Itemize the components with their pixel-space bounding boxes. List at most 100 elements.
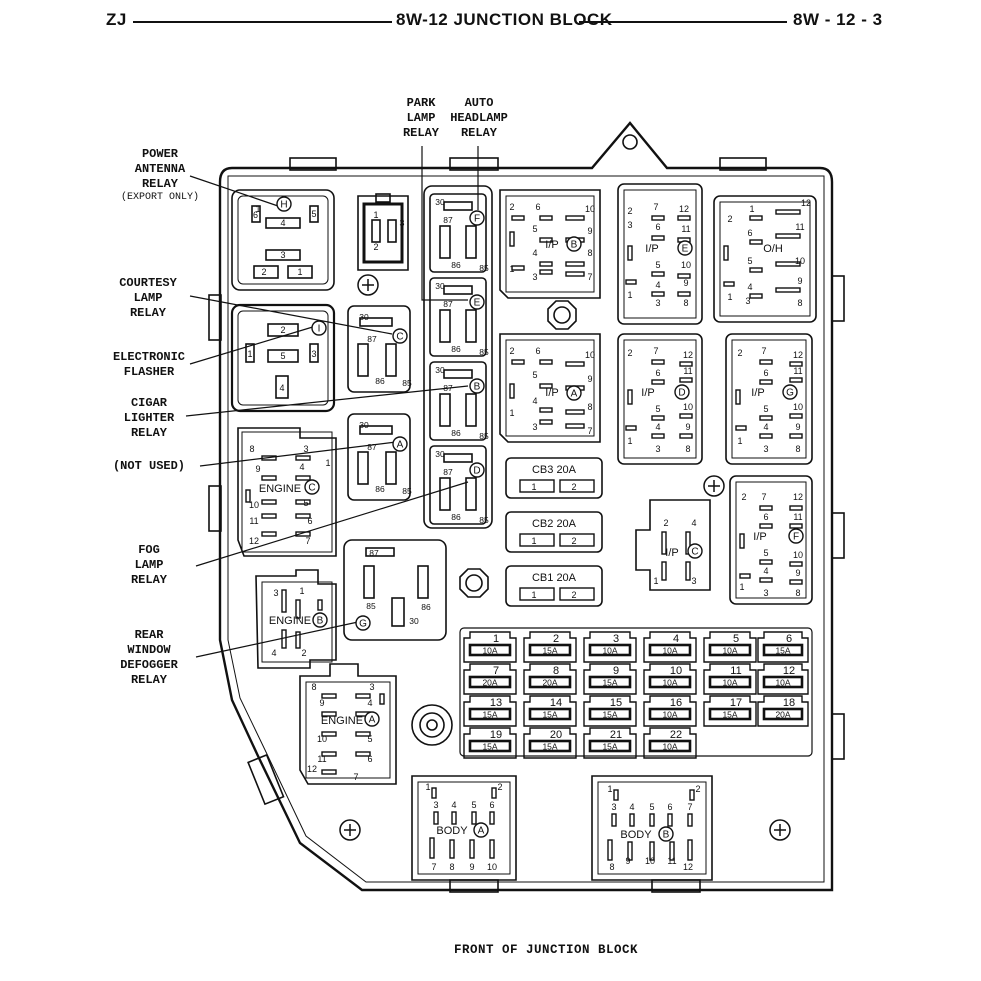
connector-terminal: [511, 265, 525, 271]
connector-terminal: [627, 389, 633, 405]
connector-terminal: [625, 425, 637, 431]
circle-g: [355, 615, 371, 631]
fuse-body: [583, 727, 637, 759]
connector-terminal: [723, 245, 729, 261]
pin-label: 10: [645, 856, 655, 866]
ip-c-connector: [635, 499, 711, 591]
pin-label: 9: [255, 464, 260, 474]
ip-b-connector: [499, 189, 601, 299]
connector-terminal: [565, 215, 585, 221]
circuit-breaker-label: CB1 20A: [532, 572, 577, 584]
ip-e-label: I/P: [645, 243, 658, 255]
pin-label: 87: [443, 467, 453, 477]
fuse-number: 9: [613, 665, 619, 677]
screw-icon: [339, 274, 791, 841]
connector-terminal: [677, 273, 691, 279]
fuse-element: [468, 707, 512, 721]
fuse-10: [643, 663, 697, 695]
fuse-body: [643, 663, 697, 695]
pin-label: 1: [531, 482, 536, 492]
fuse-body: [643, 631, 697, 663]
fuse-14: [523, 695, 577, 727]
pin-label: 7: [587, 426, 592, 436]
circle-ip-c-letter: C: [691, 547, 698, 558]
connector-terminal: [295, 455, 311, 461]
pin-label: 10: [487, 862, 497, 872]
pin-label: 3: [532, 272, 537, 282]
pin-label: 6: [667, 802, 672, 812]
pin-label: 30: [435, 365, 445, 375]
fuse-rating: 10A: [722, 646, 737, 656]
circle-engine-a: [364, 711, 380, 727]
label-park-lamp-relay: PARK LAMP RELAY: [402, 96, 439, 140]
fuse-body: [583, 695, 637, 727]
connector-terminal: [321, 751, 337, 757]
fuse-element: [528, 643, 572, 657]
pin-label: 3: [273, 588, 278, 598]
pin-label: 11: [683, 366, 692, 376]
fuse-body: [463, 631, 517, 663]
fuse-element: [588, 739, 632, 753]
pin-label: 11: [795, 222, 804, 232]
circle-engine-c-letter: C: [308, 483, 315, 494]
body-a-connector: [411, 775, 517, 881]
fuse-22: [643, 727, 697, 759]
connector-terminal: [261, 499, 277, 505]
stud-icon: [411, 300, 577, 746]
connector-terminal: [775, 287, 801, 293]
pin-label: 4: [451, 800, 456, 810]
fuse-body: [583, 631, 637, 663]
pin-label: 5: [763, 548, 768, 558]
connector-terminal: [651, 415, 665, 421]
connector-terminal: [789, 377, 803, 383]
connector-terminal: [489, 811, 495, 825]
fuse-body: [703, 631, 757, 663]
pin-label: 7: [687, 802, 692, 812]
fuse-body: [703, 663, 757, 695]
fuse-rating: 15A: [602, 678, 617, 688]
body-b-label: BODY: [620, 829, 652, 841]
electronic-flasher: [230, 303, 336, 413]
cb-terminal: [519, 587, 555, 601]
pin-label: 1: [373, 210, 378, 220]
connector-terminal: [281, 589, 287, 613]
pin-label: 4: [532, 248, 537, 258]
pin-label: 85: [402, 486, 412, 496]
pin-label: 4: [747, 282, 752, 292]
pin-label: 30: [409, 616, 419, 626]
connector-terminal: [749, 215, 763, 221]
pin-label: 4: [629, 802, 634, 812]
label-rear-window-defogger-relay: REAR WINDOW DEFOGGER RELAY: [120, 628, 178, 687]
pin-label: 4: [299, 462, 304, 472]
connector-terminal: [789, 523, 803, 529]
connector-terminal: [379, 693, 385, 705]
connector-terminal: [451, 811, 457, 825]
pin-label: 9: [587, 374, 592, 384]
connector-terminal: [759, 577, 773, 583]
circuit-breaker-label: CB3 20A: [532, 464, 577, 476]
circle-f: [469, 210, 485, 226]
connector-terminal: [321, 769, 337, 775]
circle-c-letter: C: [396, 332, 403, 343]
fuse-number: 7: [493, 665, 499, 677]
pin-label: 5: [532, 370, 537, 380]
pin-label: 1: [653, 576, 658, 586]
connector-terminal: [611, 813, 617, 827]
connector-terminal: [685, 561, 691, 581]
pin-label: 6: [535, 346, 540, 356]
circle-engine-a-letter: A: [369, 715, 376, 726]
pin-label: 6: [535, 202, 540, 212]
pin-label: 12: [249, 536, 259, 546]
pin-label: 2: [737, 348, 742, 358]
pin-label: 11: [667, 856, 676, 866]
pin-label: 9: [683, 278, 688, 288]
connector-terminal: [789, 561, 803, 567]
connector-terminal: [775, 233, 801, 239]
pin-label: 7: [431, 862, 436, 872]
not-used-relay: [347, 413, 411, 501]
connector-terminal: [739, 573, 751, 579]
ip-a-label: I/P: [545, 387, 558, 399]
fuse-13: [463, 695, 517, 727]
fuse-element: [468, 643, 512, 657]
pin-label: 1: [247, 349, 252, 359]
